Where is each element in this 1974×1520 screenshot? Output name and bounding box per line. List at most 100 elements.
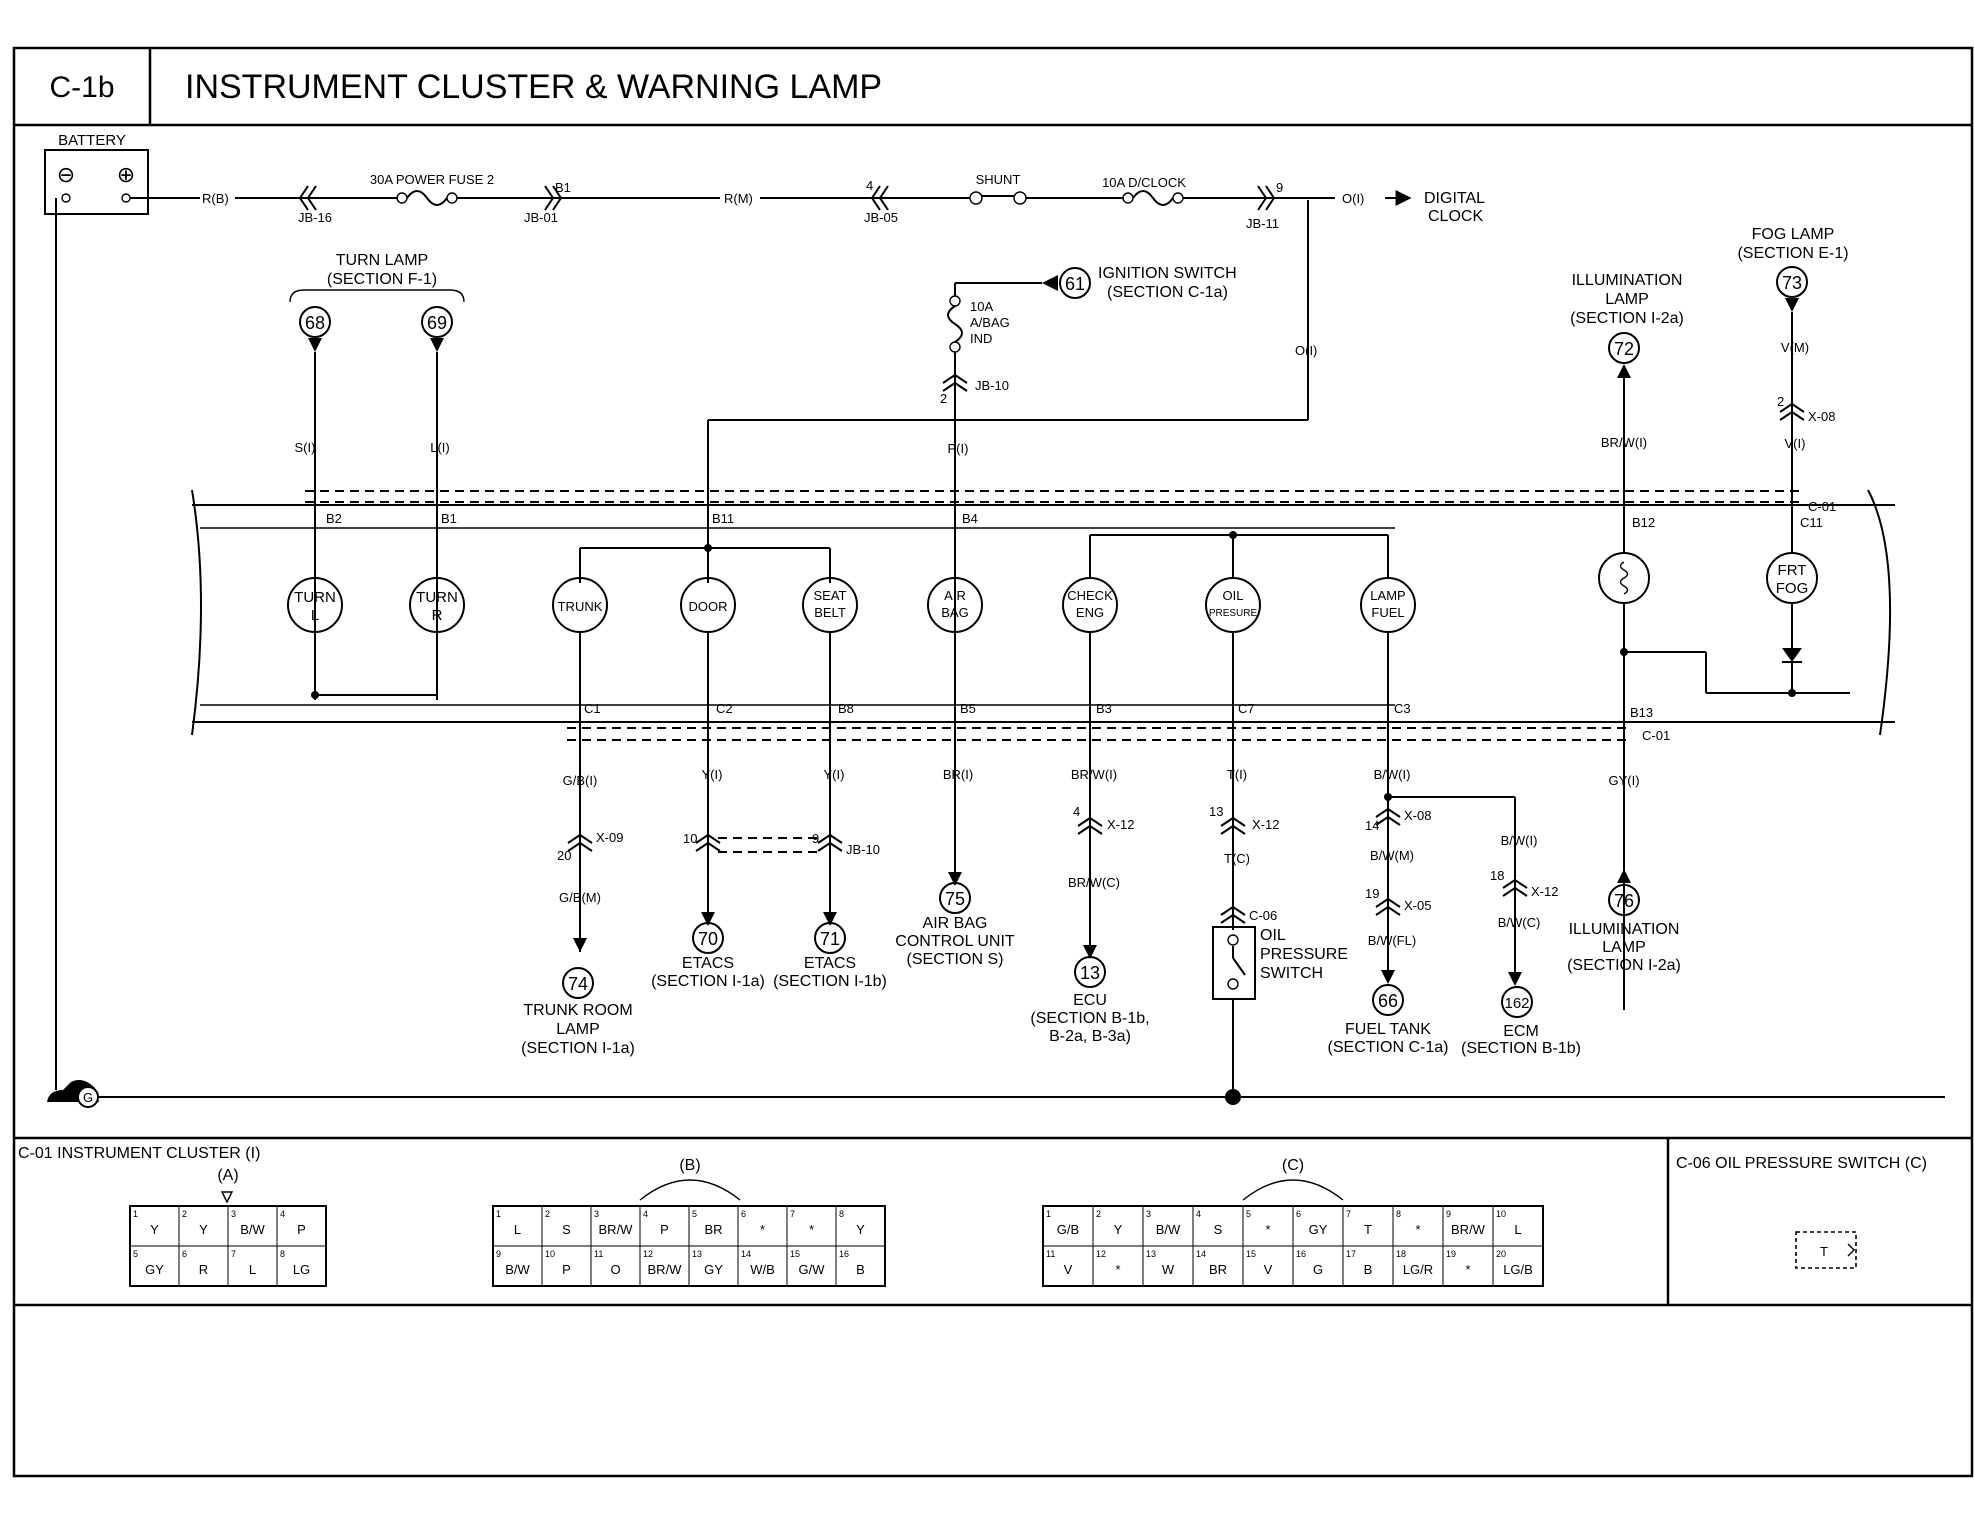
arrow-icon xyxy=(701,912,715,926)
connector-pin-number: 4 xyxy=(280,1209,285,1219)
connector-c-label: (C) xyxy=(1282,1157,1304,1174)
connector-wire-color: LG/R xyxy=(1403,1262,1433,1277)
connector-icon xyxy=(1375,807,1401,826)
connector-icon xyxy=(1220,905,1246,924)
svg-text:R: R xyxy=(432,607,443,624)
wire-label: R(B) xyxy=(202,191,229,206)
arrow-icon xyxy=(1617,869,1631,883)
arrow-icon xyxy=(1508,972,1522,986)
connector-c06: T xyxy=(1795,1231,1857,1269)
connector-wire-color: T xyxy=(1364,1222,1372,1237)
connector-wire-color: LG xyxy=(293,1262,310,1277)
connector-cell xyxy=(276,1245,327,1287)
svg-text:LAMP: LAMP xyxy=(1370,588,1405,603)
lamp-check-eng: CHECK ENG xyxy=(1062,577,1118,633)
illumination-label: ILLUMINATION xyxy=(1572,272,1683,289)
upper-connector-c01 xyxy=(305,490,1802,503)
connector-pin-number: 7 xyxy=(790,1209,795,1219)
connector-pin-number: 7 xyxy=(231,1249,236,1259)
connector-icon xyxy=(1077,816,1103,835)
connector-wire-color: GY xyxy=(1309,1222,1328,1237)
pin-label: B3 xyxy=(1096,701,1112,716)
connector-icon xyxy=(1502,878,1528,897)
connector-pin-label: T xyxy=(1820,1244,1828,1259)
connector-label: JB-01 xyxy=(524,210,558,225)
wire-label: B/W(I) xyxy=(1374,767,1411,782)
connector-icon xyxy=(817,833,843,852)
connector-icon xyxy=(1779,402,1805,421)
pin-label: B11 xyxy=(712,511,734,526)
connector-label: JB-11 xyxy=(1246,216,1279,231)
connector-wire-color: R xyxy=(199,1262,208,1277)
connector-label: X-05 xyxy=(1404,898,1431,913)
connector-wire-color: B xyxy=(856,1262,865,1277)
connector-pin-number: 14 xyxy=(741,1249,751,1259)
wire-label: T(I) xyxy=(1227,767,1247,782)
connector-pin-number: 1 xyxy=(133,1209,138,1219)
ref-badge: 69 xyxy=(427,313,447,333)
etacs-label: ETACS xyxy=(682,955,734,972)
trunk-room-label: (SECTION I-1a) xyxy=(521,1040,635,1057)
connector-pin-number: 11 xyxy=(594,1249,603,1259)
cluster-break-left xyxy=(191,489,202,736)
wire-label: G/B(M) xyxy=(559,890,601,905)
ref-badge: 61 xyxy=(1065,274,1085,294)
wire-label: O(I) xyxy=(1295,343,1317,358)
pin-label: B8 xyxy=(838,701,854,716)
connector-pin-number: 11 xyxy=(1046,1249,1055,1259)
lamp-fuel: LAMP FUEL xyxy=(1360,577,1416,633)
svg-text:CHECK: CHECK xyxy=(1067,588,1113,603)
pin-label: B2 xyxy=(326,511,342,526)
arrow-icon xyxy=(1381,970,1395,984)
connector-label: X-12 xyxy=(1252,817,1279,832)
wire-label: G/B(I) xyxy=(563,773,598,788)
connector-pin-number: 2 xyxy=(1096,1209,1101,1219)
digital-clock-label: CLOCK xyxy=(1428,208,1483,225)
airbag-unit-label: (SECTION S) xyxy=(907,951,1004,968)
connector-icon xyxy=(544,185,563,211)
shunt-label: SHUNT xyxy=(976,172,1021,187)
connector-grids: 1Y2Y3B/W4P5GY6R7L8LG1L2S3BR/W4P5BR6*7*8Y… xyxy=(129,1205,1544,1287)
oil-switch-label: SWITCH xyxy=(1260,965,1323,982)
connector-pin-number: 5 xyxy=(133,1249,138,1259)
connector-pin-number: 6 xyxy=(741,1209,746,1219)
connector-label: JB-10 xyxy=(846,842,880,857)
ground-icon: G xyxy=(47,1080,99,1108)
wire-label: L(I) xyxy=(430,440,450,455)
connector-pin-number: 16 xyxy=(1296,1249,1306,1259)
ref-badge: 73 xyxy=(1782,273,1802,293)
connector-label: X-12 xyxy=(1107,817,1134,832)
connector-wire-color: S xyxy=(562,1222,571,1237)
wire-label: B/W(M) xyxy=(1370,848,1414,863)
svg-text:FOG: FOG xyxy=(1776,580,1809,597)
connector-wire-color: Y xyxy=(1114,1222,1123,1237)
wire-label: V(I) xyxy=(1785,436,1806,451)
pin-label: 4 xyxy=(1073,804,1080,819)
ref-badge: 74 xyxy=(568,974,588,994)
connector-icon xyxy=(942,373,968,392)
wire-label: GY(I) xyxy=(1608,773,1639,788)
wire-label: T(C) xyxy=(1224,851,1250,866)
connector-pin-number: 10 xyxy=(545,1249,555,1259)
connector-pin-number: 6 xyxy=(1296,1209,1301,1219)
connector-wire-color: GY xyxy=(145,1262,164,1277)
connector-wire-color: S xyxy=(1214,1222,1223,1237)
ignition-label: IGNITION SWITCH xyxy=(1098,265,1237,282)
connector-pin-number: 17 xyxy=(1346,1249,1356,1259)
connector-pin-number: 2 xyxy=(545,1209,550,1219)
pin-label: C7 xyxy=(1238,701,1255,716)
wire-label: R(M) xyxy=(724,191,753,206)
connector-wire-color: * xyxy=(1415,1222,1420,1237)
connector-pin-number: 18 xyxy=(1396,1249,1406,1259)
connector-wire-color: G xyxy=(1313,1262,1323,1277)
connector-pin-number: 10 xyxy=(1496,1209,1506,1219)
pin-label: C2 xyxy=(716,701,733,716)
pin-label: 9 xyxy=(812,831,819,846)
connector-label: C-01 xyxy=(1808,499,1836,514)
fog-lamp-label: FOG LAMP xyxy=(1752,226,1835,243)
trunk-room-label: LAMP xyxy=(556,1021,600,1038)
ecm-label: ECM xyxy=(1503,1023,1539,1040)
svg-text:FRT: FRT xyxy=(1778,562,1807,579)
connector-label: JB-10 xyxy=(975,378,1009,393)
